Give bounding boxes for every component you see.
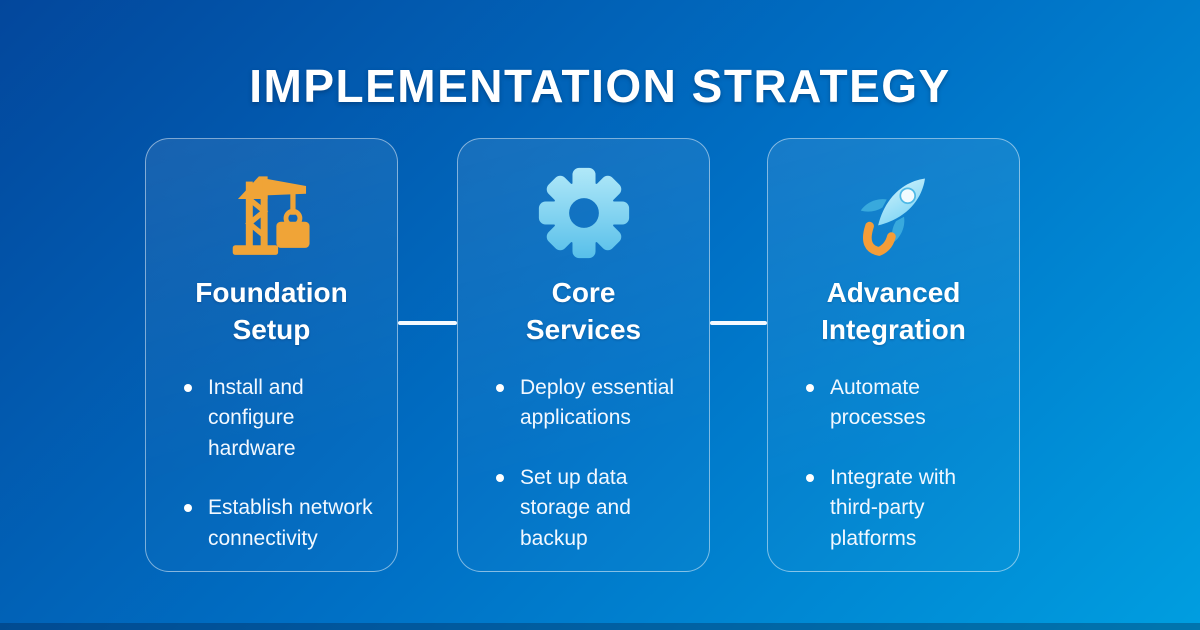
card-title: Core Services xyxy=(525,277,642,345)
card-bullet-list: Install and configure hardware Establish… xyxy=(146,373,397,583)
page-title: IMPLEMENTATION STRATEGY xyxy=(249,59,951,112)
bullet-item: Set up data storage and backup xyxy=(496,463,685,554)
card-foundation-setup: Foundation Setup Install and configure h… xyxy=(145,138,398,572)
card-bullet-list: Automate processes Integrate with third-… xyxy=(768,373,1019,583)
connector-line xyxy=(710,321,767,325)
rocket-icon xyxy=(860,178,925,256)
card-advanced-integration: Advanced Integration Automate processes … xyxy=(767,138,1020,572)
card-title: Foundation Setup xyxy=(195,277,348,345)
gear-icon xyxy=(535,165,632,261)
bullet-item: Integrate with third-party platforms xyxy=(806,463,995,554)
crane-icon xyxy=(232,176,310,255)
card-title: Advanced Integration xyxy=(821,277,966,345)
bullet-item: Establish network connectivity xyxy=(184,493,373,554)
bottom-edge-strip xyxy=(0,623,1200,630)
card-bullet-list: Deploy essential applications Set up dat… xyxy=(458,373,709,583)
card-core-services: Core Services Deploy essential applicati… xyxy=(457,138,710,572)
connector-line xyxy=(398,321,457,325)
bullet-item: Install and configure hardware xyxy=(184,373,373,464)
bullet-item: Deploy essential applications xyxy=(496,373,685,434)
bullet-item: Automate processes xyxy=(806,373,995,434)
